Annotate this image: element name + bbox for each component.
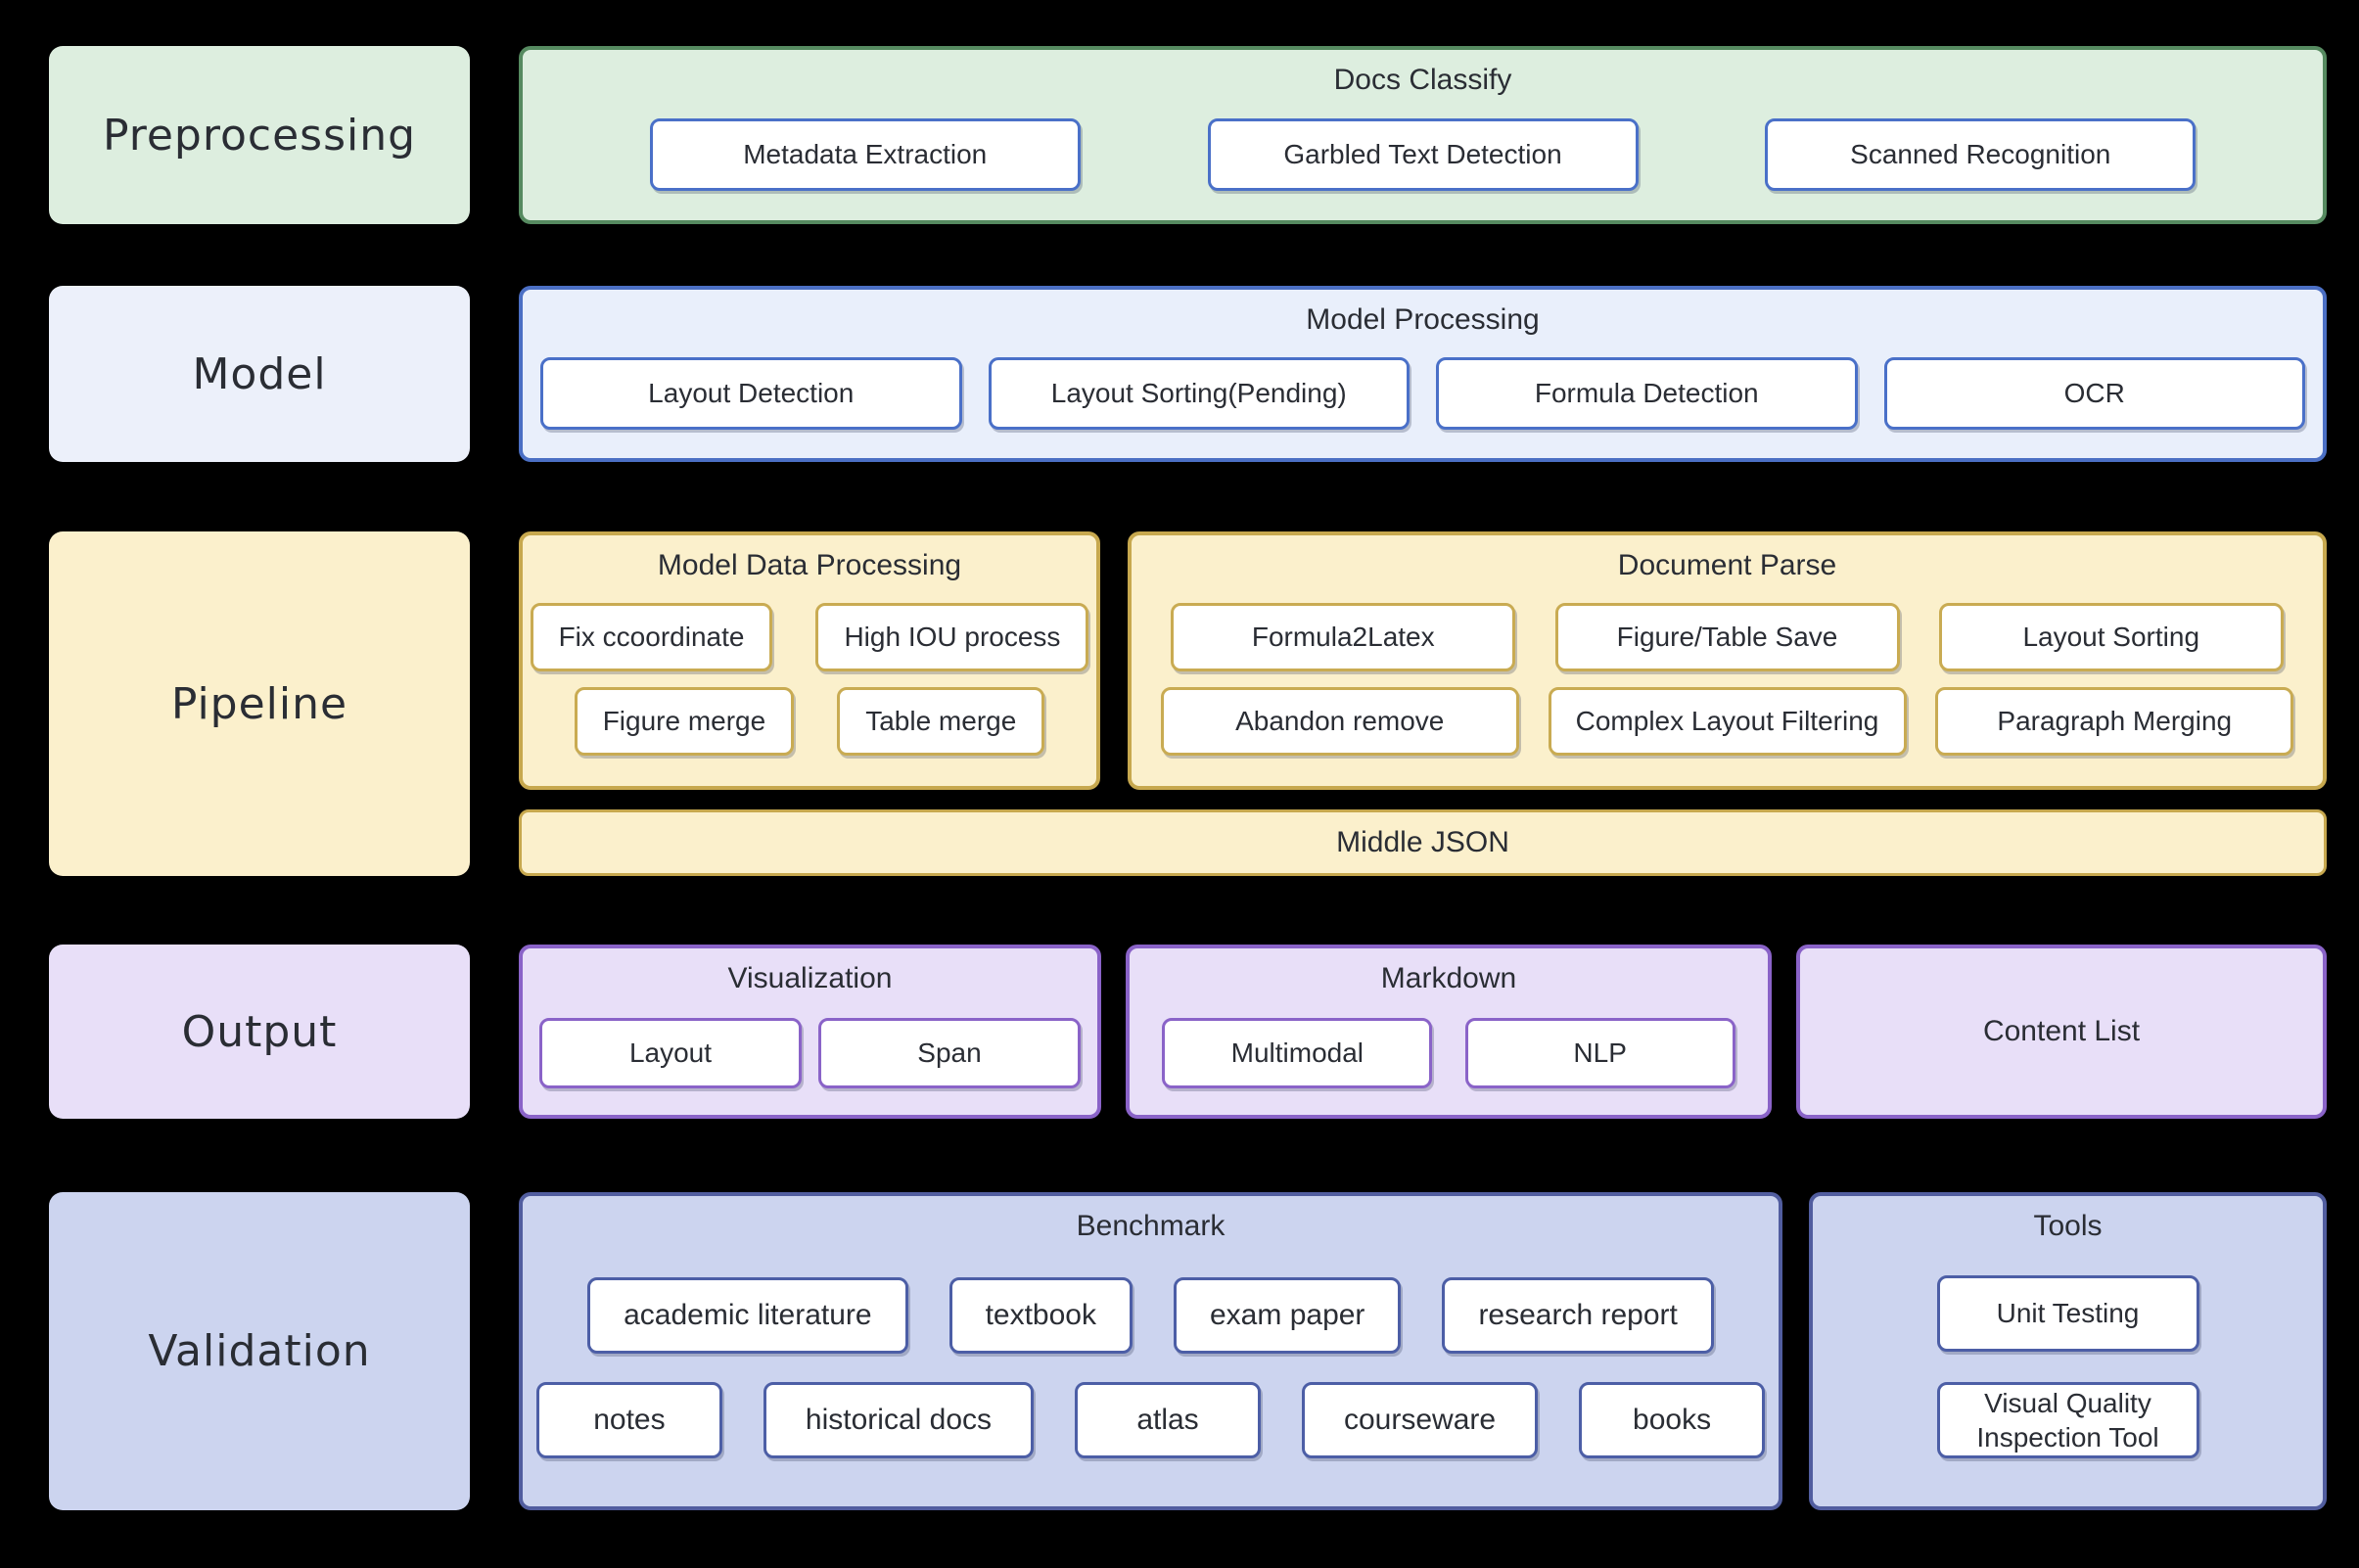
stage-label-preprocessing: Preprocessing (49, 46, 470, 224)
visualization-title: Visualization (727, 962, 893, 994)
document-parse-title: Document Parse (1617, 549, 1837, 581)
tools-container: Tools Unit Testing Visual Quality Inspec… (1809, 1192, 2327, 1510)
node-notes: notes (535, 1382, 722, 1458)
node-fix-ccoordinate: Fix ccoordinate (530, 602, 773, 671)
stage-label-validation: Validation (49, 1192, 470, 1510)
node-abandon-remove: Abandon remove (1160, 687, 1519, 757)
row-model: Model Model Processing Layout Detection … (49, 286, 2327, 462)
node-scanned-recognition: Scanned Recognition (1765, 118, 2197, 191)
node-row: Fix ccoordinate High IOU process (523, 602, 1096, 671)
preprocessing-content: Docs Classify Metadata Extraction Garble… (519, 46, 2327, 224)
stage-label-text: Pipeline (170, 678, 348, 729)
validation-content: Benchmark academic literature textbook e… (519, 1192, 2327, 1510)
node-metadata-extraction: Metadata Extraction (649, 118, 1081, 191)
benchmark-container: Benchmark academic literature textbook e… (519, 1192, 1782, 1510)
markdown-title: Markdown (1380, 962, 1517, 994)
middle-json-label: Middle JSON (1336, 826, 1509, 858)
model-content: Model Processing Layout Detection Layout… (519, 286, 2327, 462)
docs-classify-title: Docs Classify (1333, 64, 1512, 96)
node-row: Abandon remove Complex Layout Filtering … (1132, 687, 2323, 757)
tools-title: Tools (2033, 1210, 2103, 1242)
node-nlp: NLP (1464, 1018, 1735, 1088)
document-parse-container: Document Parse Formula2Latex Figure/Tabl… (1128, 531, 2327, 790)
node-garbled-text-detection: Garbled Text Detection (1207, 118, 1639, 191)
markdown-nodes: Multimodal NLP (1130, 995, 1768, 1115)
model-data-processing-nodes: Fix ccoordinate High IOU process Figure … (523, 582, 1096, 786)
stage-label-text: Model (192, 348, 327, 399)
visualization-container: Visualization Layout Span (519, 945, 1101, 1119)
node-figure-table-save: Figure/Table Save (1554, 602, 1900, 671)
node-unit-testing: Unit Testing (1936, 1275, 2199, 1352)
content-list-container: Content List (1796, 945, 2327, 1119)
node-atlas: atlas (1075, 1382, 1261, 1458)
markdown-container: Markdown Multimodal NLP (1126, 945, 1772, 1119)
node-courseware: courseware (1302, 1382, 1539, 1458)
node-row: notes historical docs atlas courseware b… (523, 1382, 1779, 1458)
node-multimodal: Multimodal (1162, 1018, 1433, 1088)
node-visual-quality-inspection-tool: Visual Quality Inspection Tool (1936, 1382, 2199, 1458)
stage-label-text: Output (181, 1006, 338, 1057)
stage-label-model: Model (49, 286, 470, 462)
node-textbook: textbook (948, 1277, 1133, 1354)
stage-label-text: Preprocessing (102, 110, 417, 161)
document-parse-nodes: Formula2Latex Figure/Table Save Layout S… (1132, 582, 2323, 786)
node-row: academic literature textbook exam paper … (523, 1277, 1779, 1354)
node-exam-paper: exam paper (1174, 1277, 1402, 1354)
node-layout: Layout (539, 1018, 802, 1088)
node-high-iou-process: High IOU process (815, 602, 1089, 671)
docs-classify-container: Docs Classify Metadata Extraction Garble… (519, 46, 2327, 224)
model-data-processing-title: Model Data Processing (657, 549, 962, 581)
node-row: Formula2Latex Figure/Table Save Layout S… (1132, 602, 2323, 671)
node-academic-literature: academic literature (587, 1277, 908, 1354)
node-figure-merge: Figure merge (574, 687, 795, 757)
node-complex-layout-filtering: Complex Layout Filtering (1548, 687, 1907, 757)
pipeline-top-section: Model Data Processing Fix ccoordinate Hi… (519, 531, 2327, 790)
model-processing-nodes: Layout Detection Layout Sorting(Pending)… (523, 337, 2323, 458)
stage-label-text: Validation (148, 1326, 371, 1376)
benchmark-nodes: academic literature textbook exam paper … (523, 1243, 1779, 1506)
tools-nodes: Unit Testing Visual Quality Inspection T… (1813, 1243, 2323, 1506)
row-preprocessing: Preprocessing Docs Classify Metadata Ext… (49, 46, 2327, 224)
docs-classify-nodes: Metadata Extraction Garbled Text Detecti… (523, 97, 2323, 220)
node-row: Figure merge Table merge (523, 687, 1096, 757)
benchmark-title: Benchmark (1076, 1210, 1226, 1242)
node-paragraph-merging: Paragraph Merging (1935, 687, 2294, 757)
middle-json-bar: Middle JSON (519, 809, 2327, 876)
visualization-nodes: Layout Span (523, 995, 1097, 1115)
node-layout-sorting-pending: Layout Sorting(Pending) (988, 357, 1410, 430)
pipeline-content: Model Data Processing Fix ccoordinate Hi… (519, 531, 2327, 876)
node-ocr: OCR (1883, 357, 2305, 430)
model-data-processing-container: Model Data Processing Fix ccoordinate Hi… (519, 531, 1100, 790)
model-processing-title: Model Processing (1306, 303, 1540, 336)
node-historical-docs: historical docs (763, 1382, 1034, 1458)
output-content: Visualization Layout Span Markdown Multi… (519, 945, 2327, 1119)
node-layout-detection: Layout Detection (540, 357, 962, 430)
node-research-report: research report (1442, 1277, 1714, 1354)
node-layout-sorting: Layout Sorting (1938, 602, 2284, 671)
stage-label-pipeline: Pipeline (49, 531, 470, 876)
node-formula2latex: Formula2Latex (1171, 602, 1516, 671)
node-table-merge: Table merge (837, 687, 1045, 757)
node-span: Span (818, 1018, 1081, 1088)
row-validation: Validation Benchmark academic literature… (49, 1192, 2327, 1510)
model-processing-container: Model Processing Layout Detection Layout… (519, 286, 2327, 462)
node-formula-detection: Formula Detection (1436, 357, 1858, 430)
content-list-title: Content List (1982, 1015, 2141, 1047)
row-pipeline: Pipeline Model Data Processing Fix ccoor… (49, 531, 2327, 876)
node-books: books (1579, 1382, 1766, 1458)
row-output: Output Visualization Layout Span Markdow… (49, 945, 2327, 1119)
stage-label-output: Output (49, 945, 470, 1119)
